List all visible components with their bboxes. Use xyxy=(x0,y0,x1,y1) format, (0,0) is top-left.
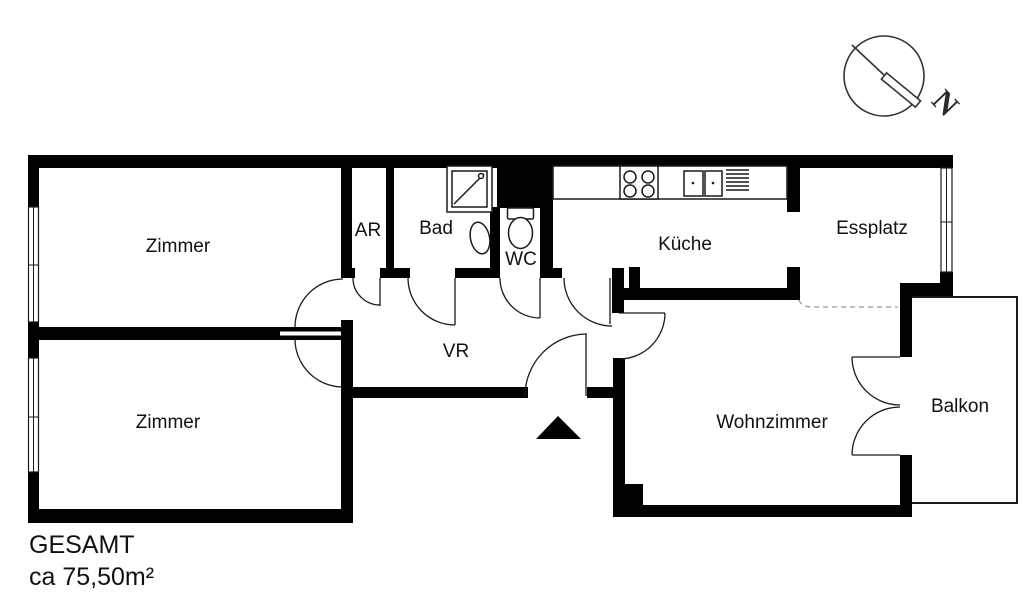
door-entrance xyxy=(524,333,588,397)
wall-vr-top-2 xyxy=(380,268,410,278)
wall-post-center xyxy=(341,320,353,344)
window-left-lower xyxy=(27,357,40,473)
room-label-ar: AR xyxy=(355,220,381,241)
north-label: N xyxy=(925,82,966,122)
compass: N xyxy=(843,35,966,123)
room-labels: Zimmer Zimmer AR Bad WC Küche Essplatz V… xyxy=(136,218,989,433)
room-label-essplatz: Essplatz xyxy=(836,218,908,239)
kitchen-counter xyxy=(552,165,788,200)
room-label-zimmer-1: Zimmer xyxy=(146,236,211,257)
door-bad xyxy=(407,277,456,326)
wall-wohnzimmer-left xyxy=(613,358,625,508)
wall-wohnzimmer-bottom xyxy=(613,505,912,517)
wall-ar-bad xyxy=(386,168,394,268)
walls-layer xyxy=(28,155,953,523)
door-ar xyxy=(352,277,381,306)
wall-kueche-door-post xyxy=(612,268,624,313)
room-label-balkon: Balkon xyxy=(931,396,989,417)
wall-bottom-zimmer xyxy=(28,509,353,523)
door-zimmer-1 xyxy=(294,278,344,328)
wall-left-lower xyxy=(28,472,39,523)
wall-zimmer1-right xyxy=(341,168,352,275)
door-wc xyxy=(499,277,541,319)
toilet-icon xyxy=(506,207,535,250)
wall-kueche-essplatz-upper xyxy=(787,155,800,212)
wall-right-below-window xyxy=(940,272,953,297)
sink-icon xyxy=(469,221,491,255)
wall-vr-top-3 xyxy=(455,268,500,278)
room-label-bad: Bad xyxy=(419,218,453,239)
dashed-boundary-essplatz-wohnzimmer xyxy=(798,299,898,308)
shaft-block xyxy=(497,158,553,208)
door-zimmer-2 xyxy=(294,338,344,388)
compass-circle xyxy=(843,35,925,117)
wall-vr-top-1 xyxy=(341,268,355,278)
wall-zimmer-divider xyxy=(39,327,280,340)
room-label-wc: WC xyxy=(505,249,537,270)
entrance-arrow xyxy=(536,416,581,439)
wall-zimmer-divider-thin-bottom xyxy=(280,335,343,340)
total-area-value: ca 75,50m² xyxy=(29,563,154,591)
wall-wc-left xyxy=(490,207,500,278)
room-label-wohnzimmer: Wohnzimmer xyxy=(716,412,828,433)
wall-zimmer-divider-thin-top xyxy=(280,327,343,332)
door-balkon-french xyxy=(851,356,901,456)
wall-top xyxy=(28,155,953,168)
wall-vr-bottom-right xyxy=(587,387,613,398)
room-label-zimmer-2: Zimmer xyxy=(136,412,201,433)
windows-layer xyxy=(27,167,953,473)
stove-icon xyxy=(619,165,659,200)
wall-wohnzimmer-right-lower xyxy=(900,455,912,517)
room-label-kueche: Küche xyxy=(658,234,712,255)
grate-icon xyxy=(726,169,749,191)
wall-wohnzimmer-right-upper xyxy=(900,283,912,357)
doors-layer xyxy=(294,277,901,456)
door-kueche xyxy=(563,277,613,327)
shower-icon xyxy=(446,165,493,213)
compass-needle-bar xyxy=(880,71,922,109)
window-left-upper xyxy=(27,206,40,323)
room-label-vr: VR xyxy=(443,341,469,362)
balcony-outline xyxy=(912,296,1018,504)
kitchen-sink-icon xyxy=(683,170,723,197)
window-right-essplatz xyxy=(940,167,953,273)
wall-vr-bottom-left xyxy=(347,387,528,398)
wall-left-middle xyxy=(28,322,39,358)
wall-wc-right xyxy=(540,207,553,278)
wall-kueche-bottom xyxy=(612,288,797,300)
fixtures-layer xyxy=(446,165,788,255)
wall-zimmer2-right xyxy=(341,344,353,509)
wall-kueche-stub xyxy=(629,267,640,300)
total-area-block: GESAMT ca 75,50m² xyxy=(29,531,154,591)
wall-wohnzimmer-notch xyxy=(625,484,643,508)
door-wohnzimmer xyxy=(618,312,666,360)
wall-essplatz-bottom xyxy=(900,283,953,297)
total-heading: GESAMT xyxy=(29,531,135,559)
wall-left-upper xyxy=(28,155,39,207)
